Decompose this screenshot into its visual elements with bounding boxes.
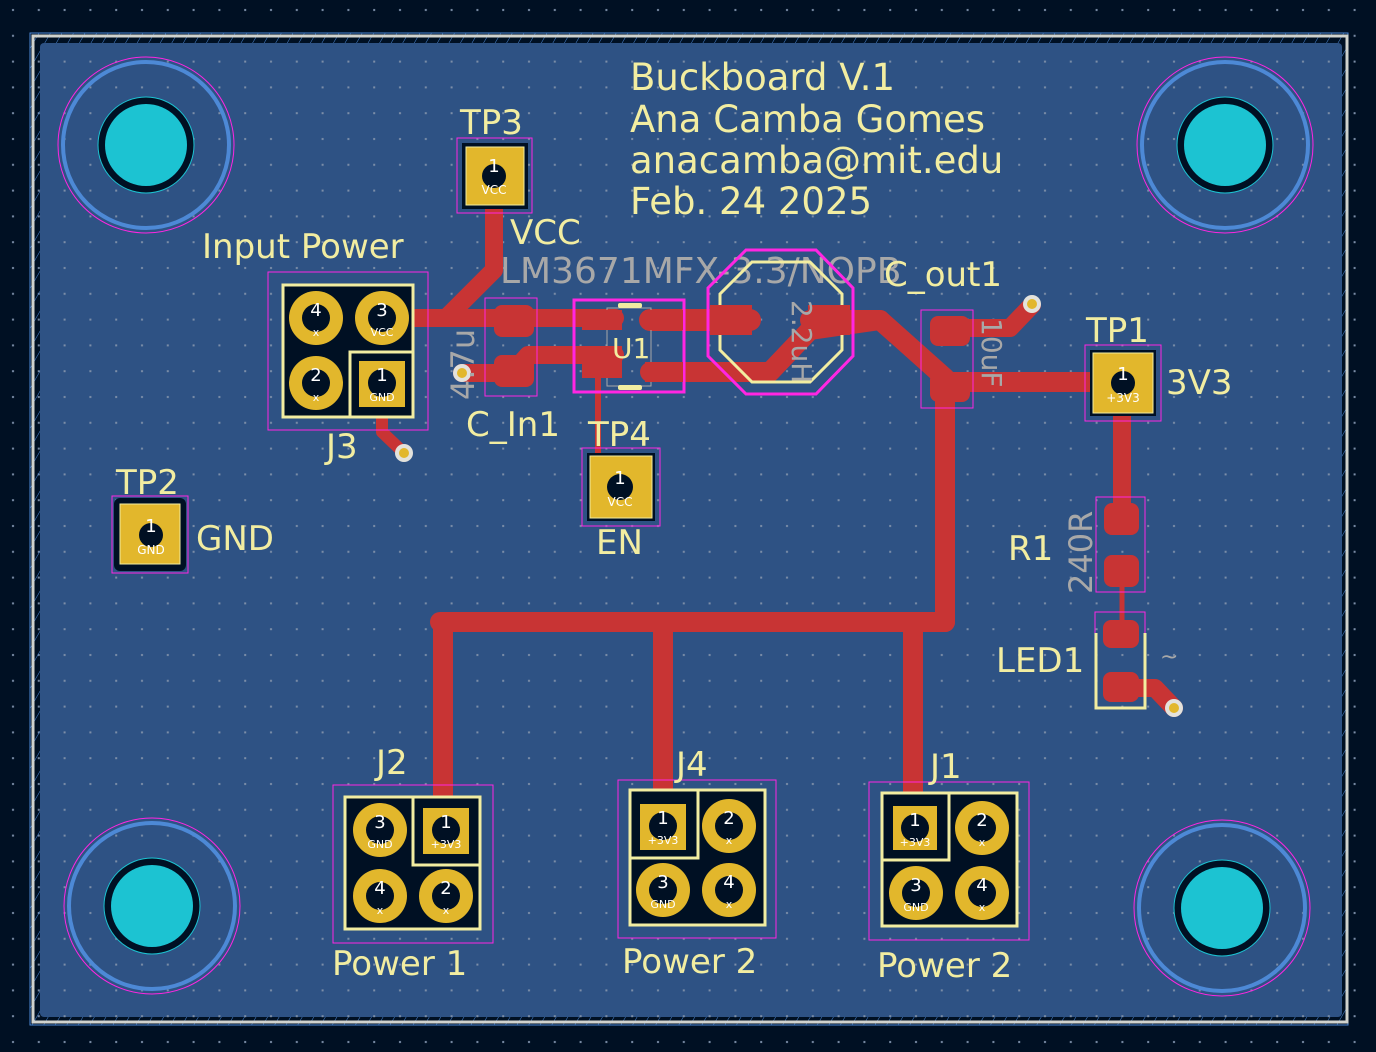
j1-pin3-net: GND <box>903 901 928 914</box>
j3-pin2-number: 2 <box>310 365 321 386</box>
j4-pin2-net: x <box>726 834 733 847</box>
connector-j4[interactable]: 1 +3V3 2 x 3 GND 4 x J4 Power 2 <box>617 745 777 982</box>
led1-value-label: ~ <box>1160 645 1178 670</box>
j1-pin4-net: x <box>979 901 986 914</box>
j2-pin2-number: 2 <box>440 878 451 899</box>
j4-pin4-net: x <box>726 898 733 911</box>
title-block: Buckboard V.1 Ana Camba Gomes anacamba@m… <box>630 56 1003 223</box>
tp3-pin-number: 1 <box>488 156 499 177</box>
j2-pin3-net: GND <box>367 838 392 851</box>
capacitor-c-out1[interactable]: 10uF C_out1 <box>884 255 1008 409</box>
j4-value-label: Power 2 <box>622 942 757 982</box>
connector-j1[interactable]: 1 +3V3 2 x 3 GND 4 x J1 Power 2 <box>868 747 1030 986</box>
resistor-r1[interactable]: R1 240R <box>1008 496 1146 594</box>
j2-pin1-number: 1 <box>440 812 451 833</box>
j3-pin3-net: VCC <box>371 326 394 339</box>
title-board-name: Buckboard V.1 <box>630 56 895 99</box>
tp3-pin-net: VCC <box>482 183 507 197</box>
j1-ref-label: J1 <box>928 747 962 787</box>
c-out1-ref-label: C_out1 <box>884 255 1002 295</box>
testpoint-tp1[interactable]: 1 +3V3 TP1 3V3 <box>1084 311 1233 422</box>
c-in1-value-label: 4.7u <box>444 329 482 400</box>
vias <box>395 295 1183 717</box>
j3-pin4-number: 4 <box>310 300 321 321</box>
capacitor-c-in1[interactable]: 4.7u C_In1 <box>444 297 560 445</box>
tp1-ref-label: TP1 <box>1085 311 1149 351</box>
tp3-ref-label: TP3 <box>459 103 523 143</box>
j4-pin3-number: 3 <box>657 872 668 893</box>
j2-pin4-number: 4 <box>374 878 385 899</box>
mounting-hole-top-left <box>57 56 235 234</box>
connector-j3[interactable]: 4 x 3 VCC 2 x 1 GND Input Power J3 <box>202 227 429 467</box>
u1-ref-label: U1 <box>612 332 650 365</box>
testpoint-tp4[interactable]: 1 VCC TP4 EN <box>581 415 661 563</box>
c-out1-value-label: 10uF <box>975 318 1008 387</box>
title-email: anacamba@mit.edu <box>630 139 1003 182</box>
j3-ref-label: J3 <box>324 427 358 467</box>
mounting-hole-top-right <box>1136 56 1314 234</box>
j4-pin2-number: 2 <box>723 808 734 829</box>
j3-pin3-number: 3 <box>376 300 387 321</box>
c-in1-ref-label: C_In1 <box>466 405 560 445</box>
j4-pin1-number: 1 <box>657 808 668 829</box>
tp1-pin-net: +3V3 <box>1106 391 1140 405</box>
title-author: Ana Camba Gomes <box>630 98 985 141</box>
tp4-net-label: EN <box>596 523 643 563</box>
l1-value-label: 2.2uH <box>785 300 818 383</box>
j1-pin1-number: 1 <box>909 810 920 831</box>
u1-value-label: LM3671MFX-3.3/NOPB <box>500 251 901 292</box>
tp4-pin-net: VCC <box>608 495 633 509</box>
title-date: Feb. 24 2025 <box>630 180 872 223</box>
led1-ref-label: LED1 <box>996 641 1084 681</box>
tp1-pin-number: 1 <box>1117 364 1128 385</box>
j4-pin1-net: +3V3 <box>648 834 679 847</box>
testpoint-tp3[interactable]: 1 VCC TP3 VCC <box>456 103 581 253</box>
j2-ref-label: J2 <box>374 743 408 783</box>
j1-pin4-number: 4 <box>976 875 987 896</box>
mounting-hole-bottom-right <box>1133 819 1311 997</box>
j1-pin3-number: 3 <box>910 875 921 896</box>
tp3-net-label: VCC <box>510 213 581 253</box>
j4-pin3-net: GND <box>650 898 675 911</box>
j1-pin2-number: 2 <box>976 810 987 831</box>
tp2-net-label: GND <box>196 519 274 559</box>
testpoint-tp2[interactable]: 1 GND TP2 GND <box>111 463 274 574</box>
r1-ref-label: R1 <box>1008 529 1053 569</box>
regulator-u1[interactable]: U1 <box>572 298 686 394</box>
j3-pin1-number: 1 <box>376 365 387 386</box>
j1-pin1-net: +3V3 <box>900 836 931 849</box>
tp2-ref-label: TP2 <box>115 463 179 503</box>
tp2-pin-number: 1 <box>145 516 156 537</box>
r1-value-label: 240R <box>1062 511 1100 594</box>
tp1-net-label: 3V3 <box>1166 363 1233 403</box>
j2-pin4-net: x <box>377 904 384 917</box>
j2-value-label: Power 1 <box>332 944 467 984</box>
inductor-l1[interactable]: 2.2uH <box>706 248 855 396</box>
j3-value-label: Input Power <box>202 227 404 267</box>
j2-pin1-net: +3V3 <box>431 838 462 851</box>
trace-vcc-tp3 <box>437 171 503 327</box>
tp2-pin-net: GND <box>137 543 165 557</box>
connector-j2[interactable]: 3 GND 1 +3V3 4 x 2 x J2 Power 1 <box>332 743 494 984</box>
led-led1[interactable]: LED1 ~ <box>996 611 1178 710</box>
tp4-pin-number: 1 <box>614 468 625 489</box>
j2-pin2-net: x <box>443 904 450 917</box>
j4-ref-label: J4 <box>674 745 708 785</box>
j3-pin2-net: x <box>313 391 320 404</box>
tp4-ref-label: TP4 <box>587 415 651 455</box>
j4-pin4-number: 4 <box>723 872 734 893</box>
j1-pin2-net: x <box>979 836 986 849</box>
j3-pin1-net: GND <box>369 391 394 404</box>
mounting-hole-bottom-left <box>63 817 241 995</box>
j3-pin4-net: x <box>313 326 320 339</box>
j2-pin3-number: 3 <box>374 812 385 833</box>
j1-value-label: Power 2 <box>877 946 1012 986</box>
